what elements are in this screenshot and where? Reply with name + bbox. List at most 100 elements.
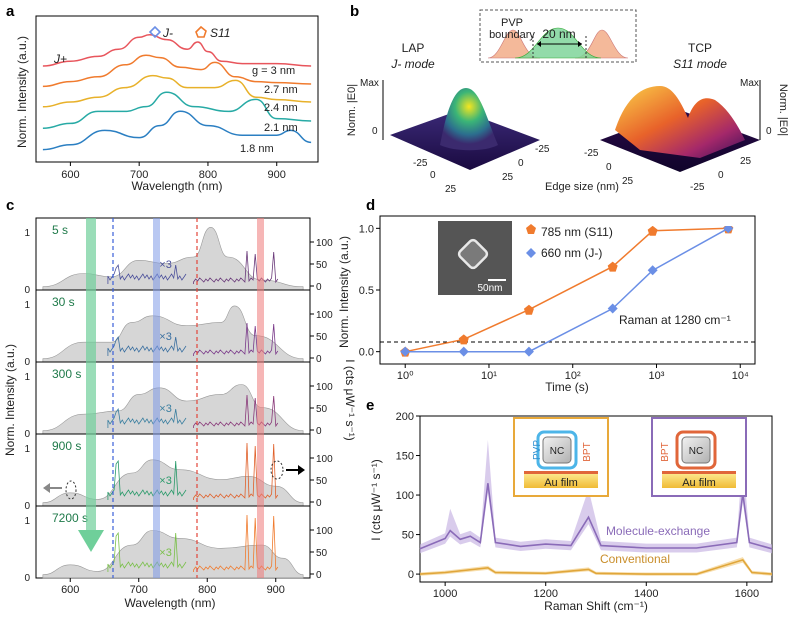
d-ytick-label-1: 0.5 <box>359 285 374 297</box>
panel-a-ylabel: Norm. Intensity (a.u.) <box>15 36 29 148</box>
c-mult-label-4: ×3 <box>159 547 172 559</box>
panel-a-series-labels: g = 3 nm 2.7 nm 2.4 nm 2.1 nm 1.8 nm <box>240 65 298 155</box>
c-lt1-4: 1 <box>24 516 30 527</box>
panel-a-curves <box>42 34 312 151</box>
lap-zlabel: Norm. |E0| <box>346 84 358 136</box>
c-rtick-label-4-1: 50 <box>316 548 328 559</box>
scheme1-nc <box>542 436 572 464</box>
c-rtick-label-4-0: 0 <box>316 570 322 581</box>
panel-c-ylabel-left: Norm. Intensity (a.u.) <box>3 344 17 456</box>
lap-tick-pos-r: 25 <box>502 172 514 183</box>
label-exchange: Molecule-exchange <box>606 524 710 538</box>
series-label-g24: 2.4 nm <box>264 102 298 114</box>
d-point-785-1 <box>458 334 469 345</box>
a-tick-label-700: 700 <box>130 169 148 181</box>
c-rtick-label-2-0: 0 <box>316 426 322 437</box>
panel-e-series <box>419 439 773 576</box>
c-rtick-label-0-2: 100 <box>316 238 333 249</box>
d-point-785-2 <box>523 304 534 315</box>
scheme1-film-label: Au film <box>544 477 578 489</box>
scheme2-bpt-layer <box>662 471 736 474</box>
d-point-660-4 <box>647 265 658 276</box>
lap-tick-neg-r: -25 <box>535 144 550 155</box>
e-ytick-label-2: 100 <box>396 490 414 502</box>
tcp-tick-neg-r: -25 <box>690 182 705 193</box>
scheme1-bpt-label: BPT <box>582 442 593 461</box>
spectrum-line-4 <box>42 110 312 151</box>
c-lt0-2: 0 <box>24 429 30 440</box>
e-line-0 <box>419 483 773 550</box>
panel-a-xlabel: Wavelength (nm) <box>132 179 223 193</box>
tcp-zero: 0 <box>766 126 772 137</box>
tcp-tick-zero: 0 <box>606 162 612 173</box>
c-lt0-4: 0 <box>24 573 30 584</box>
spectrum-line-2 <box>42 74 312 108</box>
e-ytick-label-0: 0 <box>408 569 414 581</box>
panel-c-label: c <box>6 197 14 214</box>
tcp-mode: S11 mode <box>673 57 727 71</box>
c-time-label-2: 300 s <box>52 367 81 381</box>
series-label-g3: g = 3 nm <box>252 65 295 77</box>
panel-c-xlabel: Wavelength (nm) <box>125 596 216 610</box>
scheme-exchange: NC Au film BPT <box>651 417 747 497</box>
c-rtick-label-1-2: 100 <box>316 310 333 321</box>
scheme1-pvp-shell <box>536 430 578 470</box>
scheme-conventional: NC Au film PVP BPT <box>513 417 609 497</box>
c-time-label-4: 7200 s <box>52 511 88 525</box>
panel-e-xlabel: Raman Shift (cm⁻¹) <box>544 599 648 613</box>
panel-b-inset: 20 nm PVP boundary <box>479 9 637 63</box>
panel-a-label: a <box>6 3 15 20</box>
inset-right-peak <box>574 29 629 59</box>
legend-660-marker-icon <box>526 248 536 258</box>
e-xtick-label-0: 1000 <box>433 588 457 600</box>
scheme2-film <box>662 474 736 488</box>
panel-a: J- S11 J+ g = 3 nm 2.7 nm 2.4 nm 2.1 nm … <box>15 15 319 193</box>
tcp-zlabel: Norm. |E0| <box>777 84 789 136</box>
legend-785: 785 nm (S11) <box>541 225 613 239</box>
c-circle-right <box>270 460 284 480</box>
scheme2-film-label: Au film <box>682 477 716 489</box>
sem-scalebar-label: 50nm <box>477 283 502 294</box>
c-lt0-0: 0 <box>24 285 30 296</box>
lap-tick-zero-r: 0 <box>518 158 524 169</box>
c-lt0-1: 0 <box>24 357 30 368</box>
c-background-0 <box>42 226 304 291</box>
d-point-660-1 <box>458 346 469 357</box>
e-ytick-label-4: 200 <box>396 411 414 423</box>
d-line-1 <box>405 227 729 353</box>
legend-jplus: J+ <box>53 52 67 66</box>
c-mult-label-1: ×3 <box>159 331 172 343</box>
d-point-785-4 <box>647 226 658 236</box>
panel-e-ylabel: I (cts μW⁻¹ s⁻¹) <box>369 459 383 541</box>
tcp-tick-neg: -25 <box>584 148 599 159</box>
tcp-title: TCP <box>688 41 712 55</box>
c-rtick-label-1-1: 50 <box>316 332 328 343</box>
legend-785-marker-icon <box>526 224 536 234</box>
jminus-marker-icon <box>148 25 162 39</box>
tcp-tick-zero-r: 0 <box>718 170 724 181</box>
d-xtick-label-1: 10¹ <box>481 370 497 382</box>
e-band-conventional <box>420 557 772 576</box>
c-rtick-label-2-1: 50 <box>316 404 328 415</box>
time-arrow-shaft <box>86 218 96 543</box>
scheme2-bpt-label: BPT <box>660 442 671 461</box>
a-tick-label-800: 800 <box>199 169 217 181</box>
legend-jminus: J- <box>162 26 173 40</box>
lap-mode: J- mode <box>390 57 435 71</box>
c-lt1-2: 1 <box>24 372 30 383</box>
d-point-660-0 <box>400 346 411 357</box>
panel-a-frame <box>35 15 319 163</box>
lap-max: Max <box>360 78 379 89</box>
scheme2-bpt-shell <box>675 430 717 470</box>
tcp-tick-pos: 25 <box>622 176 634 187</box>
inset-center-peak <box>514 27 602 59</box>
c-raman-left-1 <box>107 335 187 357</box>
